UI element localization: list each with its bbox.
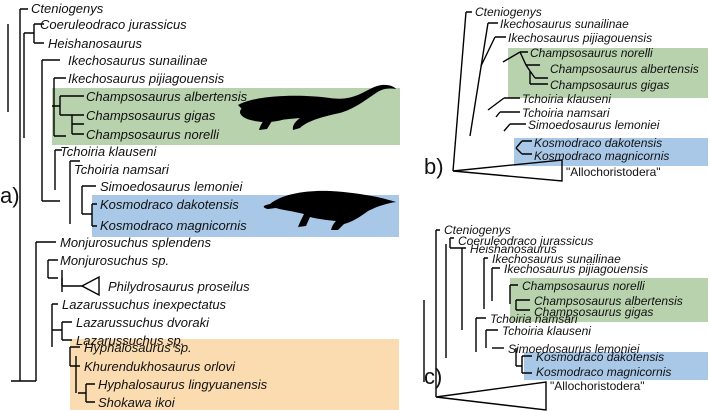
taxon-label-c: Cteniogenys xyxy=(444,223,511,237)
tree-c xyxy=(423,229,547,411)
taxon-label-b: Tchoiria namsari xyxy=(522,106,610,120)
champsosaurus-highlight-a xyxy=(52,88,400,145)
taxon-label-a: Kosmodraco magnicornis xyxy=(100,218,247,233)
taxon-label-b: Tchoiria klauseni xyxy=(522,92,611,106)
taxon-label-b: Ikechosaurus sunailinae xyxy=(500,17,629,31)
taxon-label-c: Kosmodraco dakotensis xyxy=(536,350,664,364)
taxon-label-c: Champsosaurus norelli xyxy=(522,279,645,293)
taxon-label-a: Coeruleodraco jurassicus xyxy=(40,17,187,32)
taxon-label-c: Ikechosaurus pijiagouensis xyxy=(504,262,648,276)
taxon-label-a: Monjurosuchus splendens xyxy=(60,235,212,250)
tree-a xyxy=(7,8,100,403)
taxon-label-c: Heishanosaurus xyxy=(470,242,557,256)
taxon-label-c: Ikechosaurus sunailinae xyxy=(492,252,621,266)
taxon-label-b: "Allochoristodera" xyxy=(566,165,661,179)
taxon-label-a: Lazarussuchus dvoraki xyxy=(76,315,210,330)
taxon-label-a: Champsosaurus gigas xyxy=(86,108,216,123)
panel-label-b: b) xyxy=(424,154,444,179)
taxon-label-c: Tchoiria klauseni xyxy=(502,324,591,338)
taxon-label-a: Ikechosaurus pijiagouensis xyxy=(68,71,225,86)
taxon-label-a: Shokawa ikoi xyxy=(98,395,176,410)
taxon-label-a: Lazarussuchus inexpectatus xyxy=(62,297,227,312)
taxon-label-a: Hyphalosaurus sp. xyxy=(84,340,192,355)
panel-b: Cteniogenys Ikechosaurus sunailinae Ikec… xyxy=(424,5,708,182)
taxon-label-a: Champsosaurus albertensis xyxy=(86,89,248,104)
panel-a: Cteniogenys Coeruleodraco jurassicus Hei… xyxy=(0,1,400,410)
tree-b xyxy=(452,11,563,182)
taxon-label-c: Tchoiria namsari xyxy=(490,312,578,326)
taxon-label-b: Kosmodraco magnicornis xyxy=(534,149,669,163)
champsosaurus-highlight-b xyxy=(508,48,708,98)
taxon-label-b: Champsosaurus norelli xyxy=(530,46,653,60)
panel-c: Cteniogenys Coeruleodraco jurassicus Hei… xyxy=(423,223,708,411)
panel-label-c: c) xyxy=(424,364,442,389)
taxon-label-c: Champsosaurus albertensis xyxy=(534,294,683,308)
kosmodraco-highlight-c xyxy=(524,352,708,380)
kosmodraco-silhouette xyxy=(263,190,396,230)
taxon-label-a: Cteniogenys xyxy=(31,1,104,16)
taxon-label-a: Champsosaurus norelli xyxy=(86,127,220,142)
taxon-label-a: Hyphalosaurus lingyuanensis xyxy=(98,377,268,392)
taxon-label-b: Kosmodraco dakotensis xyxy=(534,136,662,150)
hyphalosaurus-highlight-a xyxy=(70,339,399,410)
taxon-label-c: Champsosaurus gigas xyxy=(534,305,653,319)
taxon-label-a: Tchoiria klauseni xyxy=(60,144,157,159)
champsosaurus-silhouette xyxy=(238,84,396,130)
taxon-label-b: Cteniogenys xyxy=(475,5,542,19)
taxon-label-a: Tchoiria namsari xyxy=(74,162,170,177)
taxon-label-c: Simoedosaurus lemoniei xyxy=(508,342,640,356)
taxon-label-a: Lazarussuchus sp. xyxy=(76,333,184,348)
taxon-label-a: Ikechosaurus sunailinae xyxy=(68,53,207,68)
taxon-label-a: Heishanosaurus xyxy=(48,36,142,51)
taxon-label-b: Champsosaurus albertensis xyxy=(550,62,699,76)
taxon-label-a: Philydrosaurus proseilus xyxy=(108,279,250,294)
champsosaurus-highlight-c xyxy=(510,278,708,322)
taxon-label-a: Khurendukhosaurus orlovi xyxy=(84,359,236,374)
taxon-label-a: Monjurosuchus sp. xyxy=(60,253,169,268)
taxon-label-b: Ikechosaurus pijiagouensis xyxy=(508,31,652,45)
taxon-label-b: Simoedosaurus lemoniei xyxy=(528,118,660,132)
taxon-label-c: Coeruleodraco jurassicus xyxy=(458,234,593,248)
taxon-label-c: "Allochoristodera" xyxy=(550,379,645,393)
taxon-label-b: Champsosaurus gigas xyxy=(550,78,669,92)
taxon-label-a: Simoedosaurus lemoniei xyxy=(100,179,243,194)
panel-label-a: a) xyxy=(0,183,20,208)
taxon-label-c: Kosmodraco magnicornis xyxy=(536,365,671,379)
taxon-label-a: Kosmodraco dakotensis xyxy=(100,197,239,212)
